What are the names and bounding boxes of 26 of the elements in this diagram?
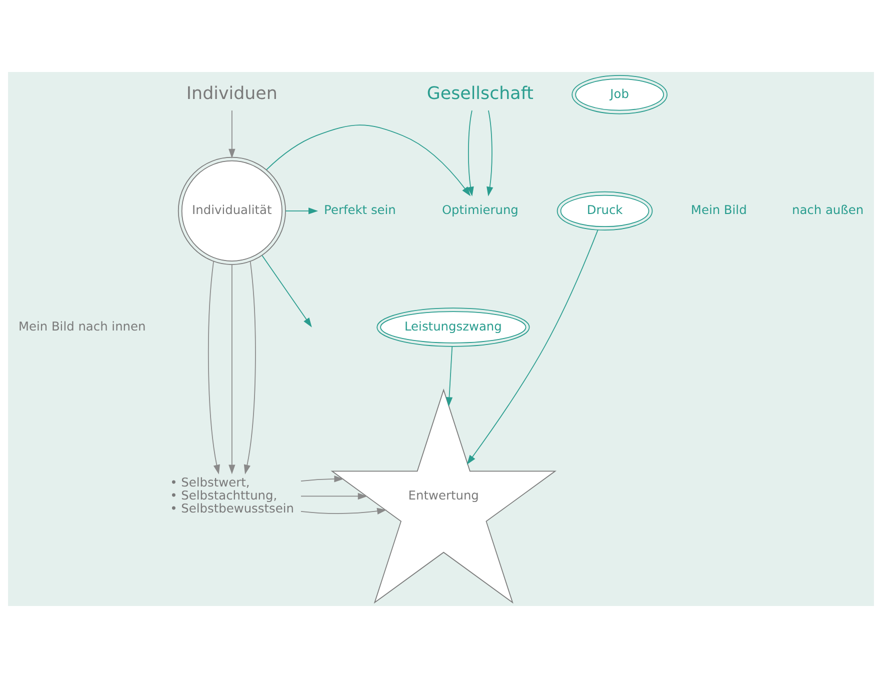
arrow <box>486 110 494 196</box>
node-ellipse: Job <box>572 75 668 114</box>
arrow <box>208 261 220 474</box>
arrow <box>446 346 453 407</box>
node-text: Individuen <box>186 84 278 104</box>
node-ellipse: Druck <box>556 191 653 231</box>
arrow <box>266 124 471 196</box>
label: Mein Bild <box>690 203 747 218</box>
arrow <box>285 208 318 214</box>
arrow <box>467 110 474 196</box>
arrow <box>300 492 368 500</box>
node-text: Perfekt sein <box>324 203 396 218</box>
node-text: Gesellschaft <box>426 84 534 104</box>
arrow <box>244 261 256 474</box>
arrow <box>300 476 344 482</box>
node-ellipse: Leistungszwang <box>376 308 530 347</box>
node-text: Optimierung <box>442 203 518 218</box>
arrow <box>262 255 312 328</box>
node-text: • Selbstwert, • Selbstachttung, • Selbstbewusstsein <box>170 475 294 516</box>
arrow <box>466 230 598 465</box>
arrow <box>228 110 236 159</box>
arrow <box>228 264 236 474</box>
node-circle: Individualität <box>178 156 286 265</box>
arrow <box>300 508 387 514</box>
label: Mein Bild nach innen <box>18 319 146 334</box>
label: nach außen <box>792 203 864 218</box>
